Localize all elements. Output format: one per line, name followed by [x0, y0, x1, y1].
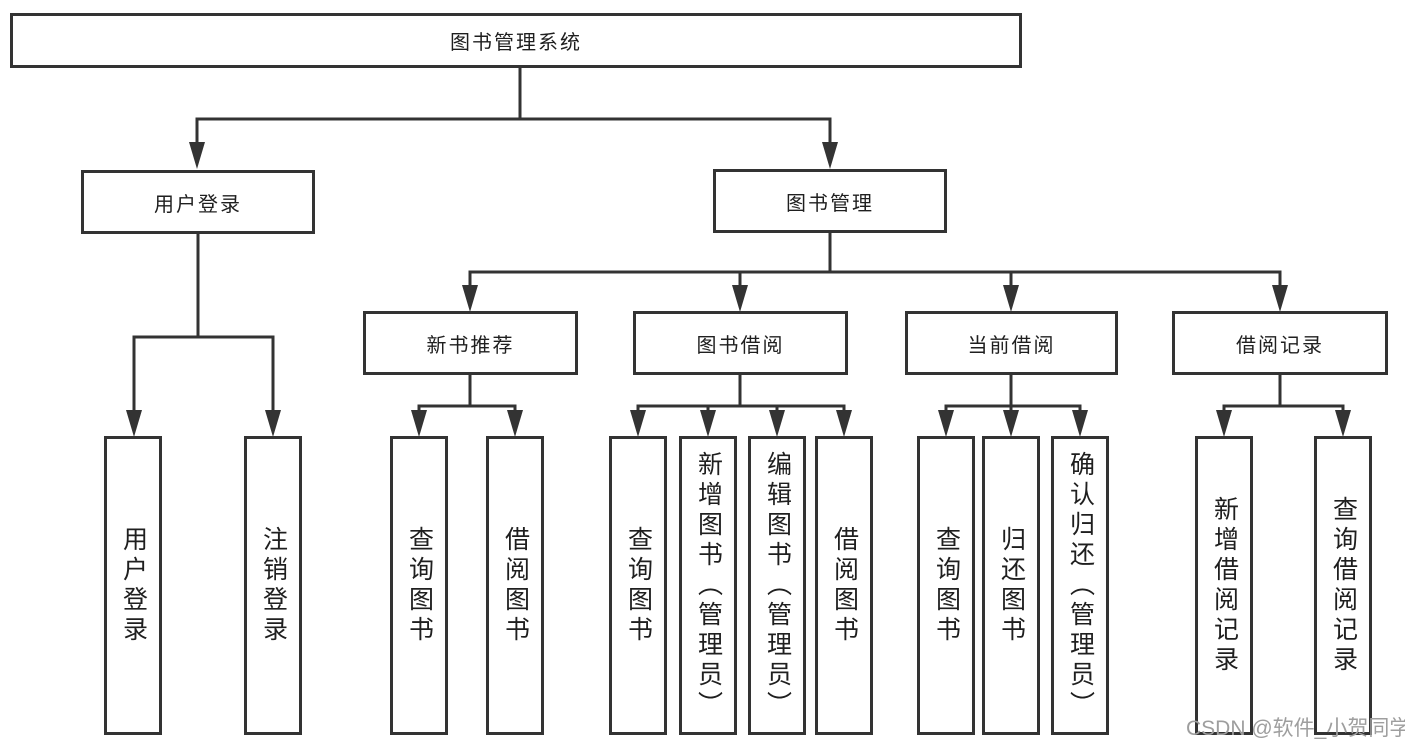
node-logout-action: 注销登录 — [244, 436, 302, 735]
node-label: 查询图书 — [932, 525, 961, 646]
node-label: 归还图书 — [997, 525, 1026, 646]
node-label: 注销登录 — [259, 525, 288, 646]
node-confirm-return-admin: 确认归还（管理员） — [1051, 436, 1109, 735]
node-add-book-admin: 新增图书（管理员） — [679, 436, 737, 735]
node-book-management: 图书管理 — [713, 169, 947, 233]
node-label: 新增图书（管理员） — [694, 450, 723, 721]
csdn-watermark: CSDN @软件_小贺同学 — [1186, 717, 1405, 740]
node-label: 图书管理 — [786, 192, 874, 215]
node-query-books-borrowing: 查询图书 — [609, 436, 667, 735]
node-label: 确认归还（管理员） — [1066, 450, 1095, 721]
node-current-borrowing: 当前借阅 — [905, 311, 1118, 375]
node-label: 查询借阅记录 — [1329, 495, 1358, 676]
node-label: 查询图书 — [405, 525, 434, 646]
node-return-book: 归还图书 — [982, 436, 1040, 735]
node-borrowing-records: 借阅记录 — [1172, 311, 1388, 375]
node-user-login: 用户登录 — [81, 170, 315, 234]
node-label: 查询图书 — [624, 525, 653, 646]
node-query-books-current: 查询图书 — [917, 436, 975, 735]
node-label: 图书管理系统 — [450, 32, 582, 54]
node-library-management-system: 图书管理系统 — [10, 13, 1022, 68]
node-label: 新增借阅记录 — [1210, 495, 1239, 676]
node-borrow-books-recommend: 借阅图书 — [486, 436, 544, 735]
node-label: 用户登录 — [154, 193, 242, 216]
node-borrow-books-borrowing: 借阅图书 — [815, 436, 873, 735]
node-new-book-recommendation: 新书推荐 — [363, 311, 578, 375]
node-label: 当前借阅 — [967, 334, 1056, 357]
node-query-books-recommend: 查询图书 — [390, 436, 448, 735]
node-edit-book-admin: 编辑图书（管理员） — [748, 436, 806, 735]
node-label: 编辑图书（管理员） — [763, 450, 792, 721]
node-label: 用户登录 — [119, 525, 148, 646]
node-label: 图书借阅 — [696, 334, 785, 357]
node-query-borrow-record: 查询借阅记录 — [1314, 436, 1372, 735]
node-label: 借阅图书 — [501, 525, 530, 646]
node-label: 新书推荐 — [426, 334, 515, 357]
node-add-borrow-record: 新增借阅记录 — [1195, 436, 1253, 735]
node-user-login-action: 用户登录 — [104, 436, 162, 735]
node-label: 借阅记录 — [1236, 334, 1324, 357]
node-label: 借阅图书 — [830, 525, 859, 646]
node-book-borrowing: 图书借阅 — [633, 311, 848, 375]
